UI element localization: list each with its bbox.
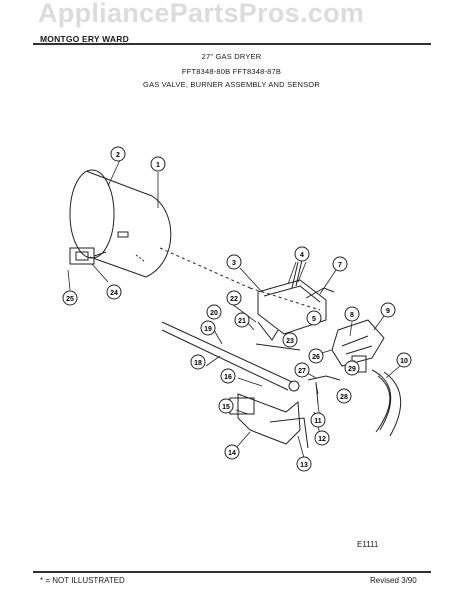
callout-10: 10 (396, 352, 412, 368)
callout-19: 19 (200, 320, 216, 336)
callout-27: 27 (294, 362, 310, 378)
header-rule (33, 43, 431, 45)
callout-16: 16 (220, 368, 236, 384)
callout-7: 7 (332, 256, 348, 272)
watermark: AppliancePartsPros.com (38, 0, 365, 28)
footer-rule (33, 571, 431, 573)
callout-9-label: 9 (386, 308, 390, 315)
callout-21: 21 (234, 312, 250, 328)
title-assembly: GAS VALVE, BURNER ASSEMBLY AND SENSOR (143, 80, 320, 89)
callout-19-label: 19 (204, 326, 212, 333)
footer-note: * = NOT ILLUSTRATED (40, 576, 125, 585)
leader-lines (67, 159, 401, 459)
callout-8-label: 8 (350, 312, 354, 319)
wire-harness-drawing (371, 369, 402, 437)
burner-tube-drawing (69, 169, 172, 278)
callout-28: 28 (336, 388, 352, 404)
callout-9: 9 (380, 302, 396, 318)
callout-24: 24 (106, 284, 122, 300)
connector-drawing (69, 247, 107, 265)
brand-name: MONTGO ERY WARD (40, 34, 129, 44)
callout-22-label: 22 (230, 296, 238, 303)
diagram-code: E1111 (357, 540, 379, 549)
callout-14-label: 14 (228, 450, 236, 457)
callout-4: 4 (294, 246, 310, 262)
callout-13-label: 13 (300, 462, 308, 469)
callout-2: 2 (110, 146, 126, 162)
callout-1: 1 (150, 156, 166, 172)
callout-23: 23 (282, 332, 298, 348)
callout-22: 22 (226, 290, 242, 306)
callout-15: 15 (218, 398, 234, 414)
callout-3: 3 (226, 254, 242, 270)
footer-revised: Revised 3/90 (370, 576, 417, 585)
title-model-type: 27" GAS DRYER (201, 52, 262, 61)
callout-28-label: 28 (340, 394, 348, 401)
callout-20: 20 (206, 304, 222, 320)
title-model-numbers: FFT8348-80B FFT8348-87B (181, 67, 282, 76)
callout-5: 5 (306, 310, 322, 326)
callout-25-label: 25 (66, 296, 74, 303)
callout-2-label: 2 (116, 152, 120, 159)
bracket-drawing (255, 321, 301, 351)
callout-13: 13 (296, 456, 312, 472)
callout-12-label: 12 (318, 436, 326, 443)
callout-8: 8 (344, 306, 360, 322)
rod-drawing (161, 321, 300, 392)
callout-24-label: 24 (110, 290, 118, 297)
callout-5-label: 5 (312, 316, 316, 323)
callout-25: 25 (62, 290, 78, 306)
callout-14: 14 (224, 444, 240, 460)
callout-29-label: 29 (348, 366, 356, 373)
callout-16-label: 16 (224, 374, 232, 381)
callout-18: 18 (190, 354, 206, 370)
callout-26: 26 (308, 348, 324, 364)
callout-20-label: 20 (210, 310, 218, 317)
callout-26-label: 26 (312, 354, 320, 361)
callout-29: 29 (344, 360, 360, 376)
callout-18-label: 18 (194, 360, 202, 367)
callout-12: 12 (314, 430, 330, 446)
callout-10-label: 10 (400, 358, 408, 365)
callout-1-label: 1 (156, 162, 160, 169)
callout-23-label: 23 (286, 338, 294, 345)
callout-11-label: 11 (314, 418, 322, 425)
callout-7-label: 7 (338, 262, 342, 269)
callout-11: 11 (310, 412, 326, 428)
callout-3-label: 3 (232, 260, 236, 267)
burner-housing-drawing (257, 259, 335, 335)
callout-4-label: 4 (300, 252, 304, 259)
callout-27-label: 27 (298, 368, 306, 375)
callout-15-label: 15 (222, 404, 230, 411)
callout-21-label: 21 (238, 318, 246, 325)
